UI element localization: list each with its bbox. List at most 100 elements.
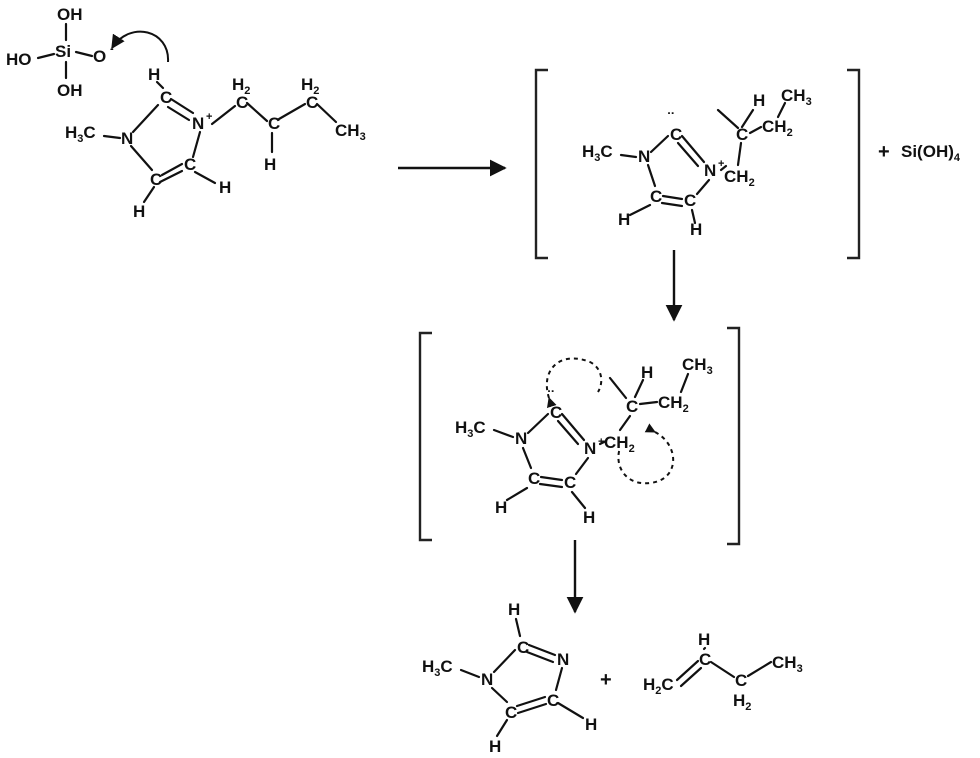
c4-label: C [684, 191, 696, 210]
n3-label: N [584, 439, 596, 458]
ch3-label: CH3 [772, 653, 803, 675]
methyl-label: H3C [422, 657, 453, 679]
h5-label: H [489, 737, 501, 756]
ch2-c-bond [618, 414, 632, 432]
n3-c4-bond [554, 666, 564, 692]
oh-top-label: OH [57, 5, 83, 24]
c5-c4-double [660, 201, 684, 208]
ch2b-c-label: C [306, 93, 318, 112]
c2-label: C [517, 638, 529, 657]
ch2-ch3-bond [679, 372, 690, 394]
c5-h-bond [505, 486, 529, 502]
ch2-h-label: H2 [733, 691, 751, 713]
c1-c2-double [679, 666, 703, 688]
c2-n3-double [676, 141, 700, 168]
c2-c3-bond [709, 660, 736, 679]
c3-c4-bond [746, 660, 773, 678]
methylimidazole-product: H3C N C H N C C H H [422, 600, 597, 756]
ch-c-label: C [626, 397, 638, 416]
silicic-acid-label: Si(OH)4 [901, 142, 961, 164]
n3-label: N [704, 161, 716, 180]
silicate-anion: OH HO Si OH O - [6, 5, 170, 100]
ch-ch2-bond [277, 102, 307, 121]
carbene-intermediate-1: H3C N C ¨ N + C C H H CH2 C H CH2 CH3 [582, 86, 812, 239]
ch2b-label: CH2 [762, 117, 793, 139]
n3-charge: + [206, 111, 212, 123]
n1-label: N [515, 429, 527, 448]
c4-h-bond [570, 490, 587, 510]
n3-c4-bond [695, 178, 711, 196]
c-ch2-bond [638, 400, 659, 406]
n3-charge: + [598, 436, 604, 448]
c-h-bond [740, 108, 755, 129]
carbene-lone-pair: ¨ [548, 387, 554, 406]
methyl-label: H3C [455, 418, 486, 440]
plus-sign: + [878, 141, 890, 163]
ch2a-h-label: H2 [232, 75, 250, 97]
ch-c-label: C [736, 125, 748, 144]
si-o-bond [74, 50, 94, 58]
c1-c2-bond [675, 659, 700, 682]
oxygen-label: O [93, 47, 106, 66]
n1-c2-bond [131, 103, 160, 134]
c4-label: C [564, 473, 576, 492]
c5-c4-bond [661, 194, 684, 201]
h4-label: H [583, 508, 595, 527]
ch2a-c-label: C [236, 93, 248, 112]
c4-h-bond [193, 170, 217, 185]
oh-bottom-label: OH [57, 81, 83, 100]
si-ho-bond [36, 52, 56, 60]
n1-label: N [121, 129, 133, 148]
n1-c5-bond [521, 446, 533, 470]
c5-c4-double [158, 169, 184, 184]
ch3-label: CH3 [335, 121, 366, 143]
c2-h-bond [702, 646, 707, 651]
c5-c4-double [516, 702, 548, 715]
c5-h-bond [142, 185, 156, 204]
h5-label: H [618, 210, 630, 229]
c5-h-bond [495, 718, 509, 738]
c-ch2-bond [748, 125, 763, 135]
c5-label: C [150, 170, 162, 189]
c4-h-bond [556, 701, 585, 720]
c4-label: C [184, 155, 196, 174]
c2-n3-bond [169, 97, 195, 115]
h4-label: H [585, 715, 597, 734]
ch2-ch3-bond [315, 102, 338, 124]
ch2b-h-label: H2 [301, 75, 319, 97]
n1-c2-bond [526, 412, 550, 435]
carbene-lone-pair: ¨ [668, 109, 674, 128]
n1-c5-bond [490, 686, 509, 704]
c-h-bond [633, 378, 645, 399]
methyl-label: H3C [65, 123, 96, 145]
c2-h-bond [514, 617, 522, 638]
methyl-label: H3C [582, 142, 613, 164]
c2-n3-bond [527, 643, 557, 657]
c2-n3-double [525, 650, 555, 664]
ch3-label: CH3 [682, 355, 713, 377]
n1-label: N [638, 147, 650, 166]
n1-c2-bond [492, 648, 517, 674]
n1-c2-bond [649, 134, 670, 154]
ch-h-label: H [264, 155, 276, 174]
n3-ch2-bond [598, 439, 608, 446]
c2-label: C [670, 125, 682, 144]
h2-label: H [508, 600, 520, 619]
byproduct-silicic-acid: + Si(OH)4 [878, 141, 961, 164]
alkyl-extra-bond [716, 108, 740, 130]
ch2-ch-bond [245, 101, 269, 123]
ch-h-label: H [641, 363, 653, 382]
methyl-n-bond [619, 153, 638, 159]
bmim-cation: H3C N C H N + C C H H H2 C C H H2 C CH3 [65, 65, 366, 221]
c5-c4-bond [515, 695, 547, 708]
dashed-arrow-carbene-attack [545, 357, 603, 409]
ch2-ch3-bond [776, 101, 787, 119]
n1-label: N [481, 670, 493, 689]
ch-h-label: H [698, 630, 710, 649]
c4-label: C [547, 691, 559, 710]
methyl-n-bond [492, 428, 515, 439]
butene-product: H2C C H C H2 CH3 [643, 630, 803, 713]
c2-label: C [160, 88, 172, 107]
c4-h-bond [690, 208, 697, 225]
